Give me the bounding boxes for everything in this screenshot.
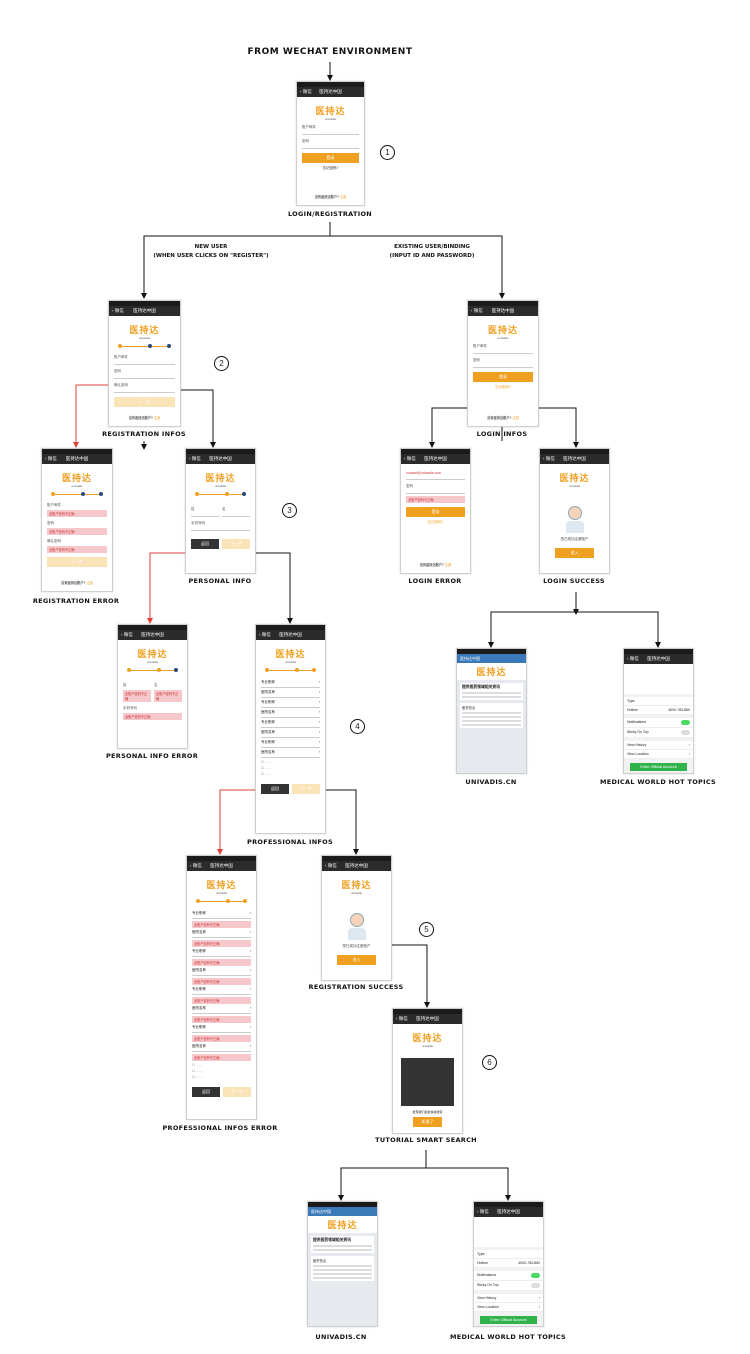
label-login-success: LOGIN SUCCESS (543, 577, 605, 585)
flow-arrow (576, 611, 661, 648)
label-univadis-1: UNIVADIS.CN (465, 778, 517, 786)
label-medical-world-2: MEDICAL WORLD HOT TOPICS (449, 1333, 567, 1341)
label-login-registration: LOGIN/REGISTRATION (287, 210, 373, 218)
step-4-badge: 4 (350, 719, 365, 734)
label-professional-infos-error: PROFESSIONAL INFOS ERROR (162, 1124, 278, 1132)
step-2-badge: 2 (214, 356, 229, 371)
flow-arrow (426, 1167, 511, 1201)
label-medical-world-1: MEDICAL WORLD HOT TOPICS (599, 778, 717, 786)
branch-existing-user: EXISTING USER/BINDING(INPUT ID AND PASSW… (389, 244, 475, 259)
flow-arrow (338, 1150, 427, 1201)
flow-arrow (147, 552, 185, 624)
label-personal-info-error: PERSONAL INFO ERROR (105, 752, 199, 760)
screen-univadis-2: 医持达中国 医持达 提供医药领域相关资讯 医学热点 (307, 1201, 378, 1327)
step-5-badge: 5 (419, 922, 434, 937)
branch-new-user: NEW USER(WHEN USER CLICKS ON "REGISTER") (153, 244, 269, 259)
login-button[interactable]: 登录 (302, 153, 359, 163)
doctor-illustration (565, 506, 585, 533)
label-tutorial-smart-search: TUTORIAL SMART SEARCH (375, 1136, 477, 1144)
flow-arrow (390, 944, 430, 1008)
label-login-error: LOGIN ERROR (408, 577, 462, 585)
flow-arrow (324, 789, 359, 855)
flow-arrow (330, 235, 505, 299)
label-login-infos: LOGIN INFOS (476, 430, 528, 438)
label-registration-error: REGISTRATION ERROR (32, 597, 120, 605)
label-registration-success: REGISTRATION SUCCESS (308, 983, 404, 991)
flow-arrow (217, 789, 255, 855)
flow-arrow (141, 222, 331, 299)
flow-arrow (537, 407, 579, 448)
label-professional-infos: PROFESSIONAL INFOS (247, 838, 333, 846)
flow-arrow (73, 384, 108, 448)
doctor-illustration (347, 913, 367, 940)
flow-arrow (179, 389, 216, 448)
step-1-badge: 1 (380, 145, 395, 160)
flow-arrow (488, 611, 576, 648)
label-univadis-2: UNIVADIS.CN (315, 1333, 367, 1341)
label-personal-info: PERSONAL INFO (188, 577, 252, 585)
step-6-badge: 6 (482, 1055, 497, 1070)
flow-arrow (254, 552, 293, 624)
label-registration-infos: REGISTRATION INFOS (102, 430, 186, 438)
screen-login-error: ‹ 微信医持达中国 contact@univadis.com 密码 此账户密码不… (400, 448, 471, 574)
screen-univadis-1: 医持达中国 医持达 提供医药领域相关资讯 医学热点 (456, 648, 527, 774)
step-3-badge: 3 (282, 503, 297, 518)
page-header: FROM WECHAT ENVIRONMENT (247, 47, 413, 57)
